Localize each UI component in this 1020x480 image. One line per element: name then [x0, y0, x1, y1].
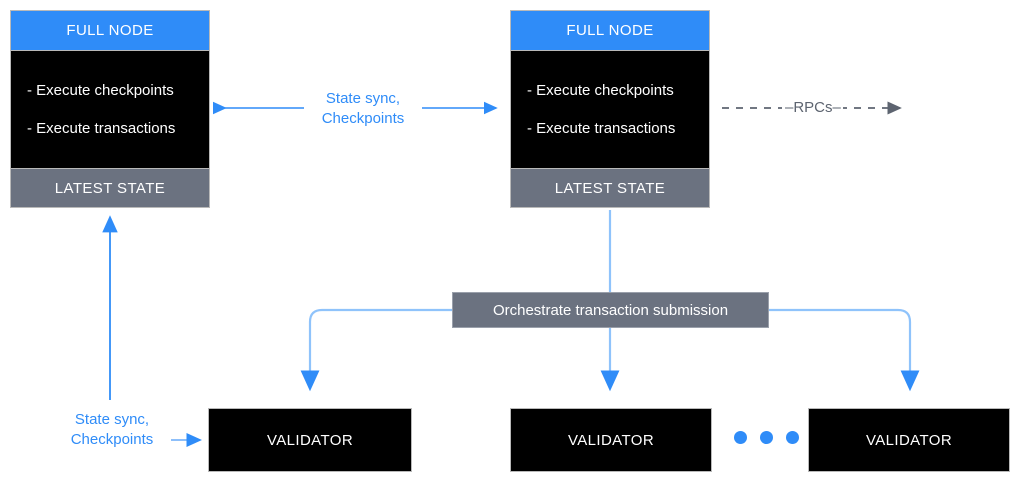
full-node-left-latest-state: LATEST STATE: [11, 168, 209, 207]
rpcs-text: –RPCs–: [785, 99, 841, 116]
edge-label-state-sync-line1: State sync,: [325, 90, 401, 107]
edge-orchestrator-to-validator-3: [769, 308, 920, 392]
full-node-right-bullet-2: - Execute transactions: [527, 120, 676, 137]
orchestrate-transaction-submission-box[interactable]: Orchestrate transaction submission: [452, 292, 769, 328]
full-node-left-bullet-2: - Execute transactions: [27, 120, 176, 137]
full-node-right-bullet-1: - Execute checkpoints: [527, 82, 674, 99]
full-node-right-title: FULL NODE: [511, 11, 709, 51]
validator-1-label: VALIDATOR: [266, 431, 354, 449]
validator-2-label: VALIDATOR: [567, 431, 655, 449]
ellipsis-dot-2: [760, 431, 773, 444]
edge-label-checkpoints-v-line2: Checkpoints: [70, 431, 154, 448]
full-node-right-body: - Execute checkpoints - Execute transact…: [511, 51, 709, 168]
validator-1[interactable]: VALIDATOR: [208, 408, 412, 472]
full-node-right-latest-state: LATEST STATE: [511, 168, 709, 207]
full-node-left-body: - Execute checkpoints - Execute transact…: [11, 51, 209, 168]
validator-ellipsis-dots: [734, 431, 799, 444]
ellipsis-dot-3: [786, 431, 799, 444]
edge-label-checkpoints-line2: Checkpoints: [321, 110, 405, 127]
edge-label-state-sync-between-nodes: State sync, Checkpoints: [304, 89, 422, 129]
validator-2[interactable]: VALIDATOR: [510, 408, 712, 472]
validator-3-label: VALIDATOR: [865, 431, 953, 449]
edge-label-state-sync-v-line1: State sync,: [74, 411, 150, 428]
full-node-left-bullet-1: - Execute checkpoints: [27, 82, 174, 99]
edge-orchestrator-to-validator-1: [300, 308, 452, 392]
orchestrate-label: Orchestrate transaction submission: [492, 301, 729, 319]
full-node-left[interactable]: FULL NODE - Execute checkpoints - Execut…: [10, 10, 210, 208]
ellipsis-dot-1: [734, 431, 747, 444]
full-node-right[interactable]: FULL NODE - Execute checkpoints - Execut…: [510, 10, 710, 208]
full-node-left-title: FULL NODE: [11, 11, 209, 51]
edge-label-state-sync-validator: State sync, Checkpoints: [53, 410, 171, 450]
edge-label-rpcs: –RPCs–: [783, 98, 843, 118]
validator-3[interactable]: VALIDATOR: [808, 408, 1010, 472]
